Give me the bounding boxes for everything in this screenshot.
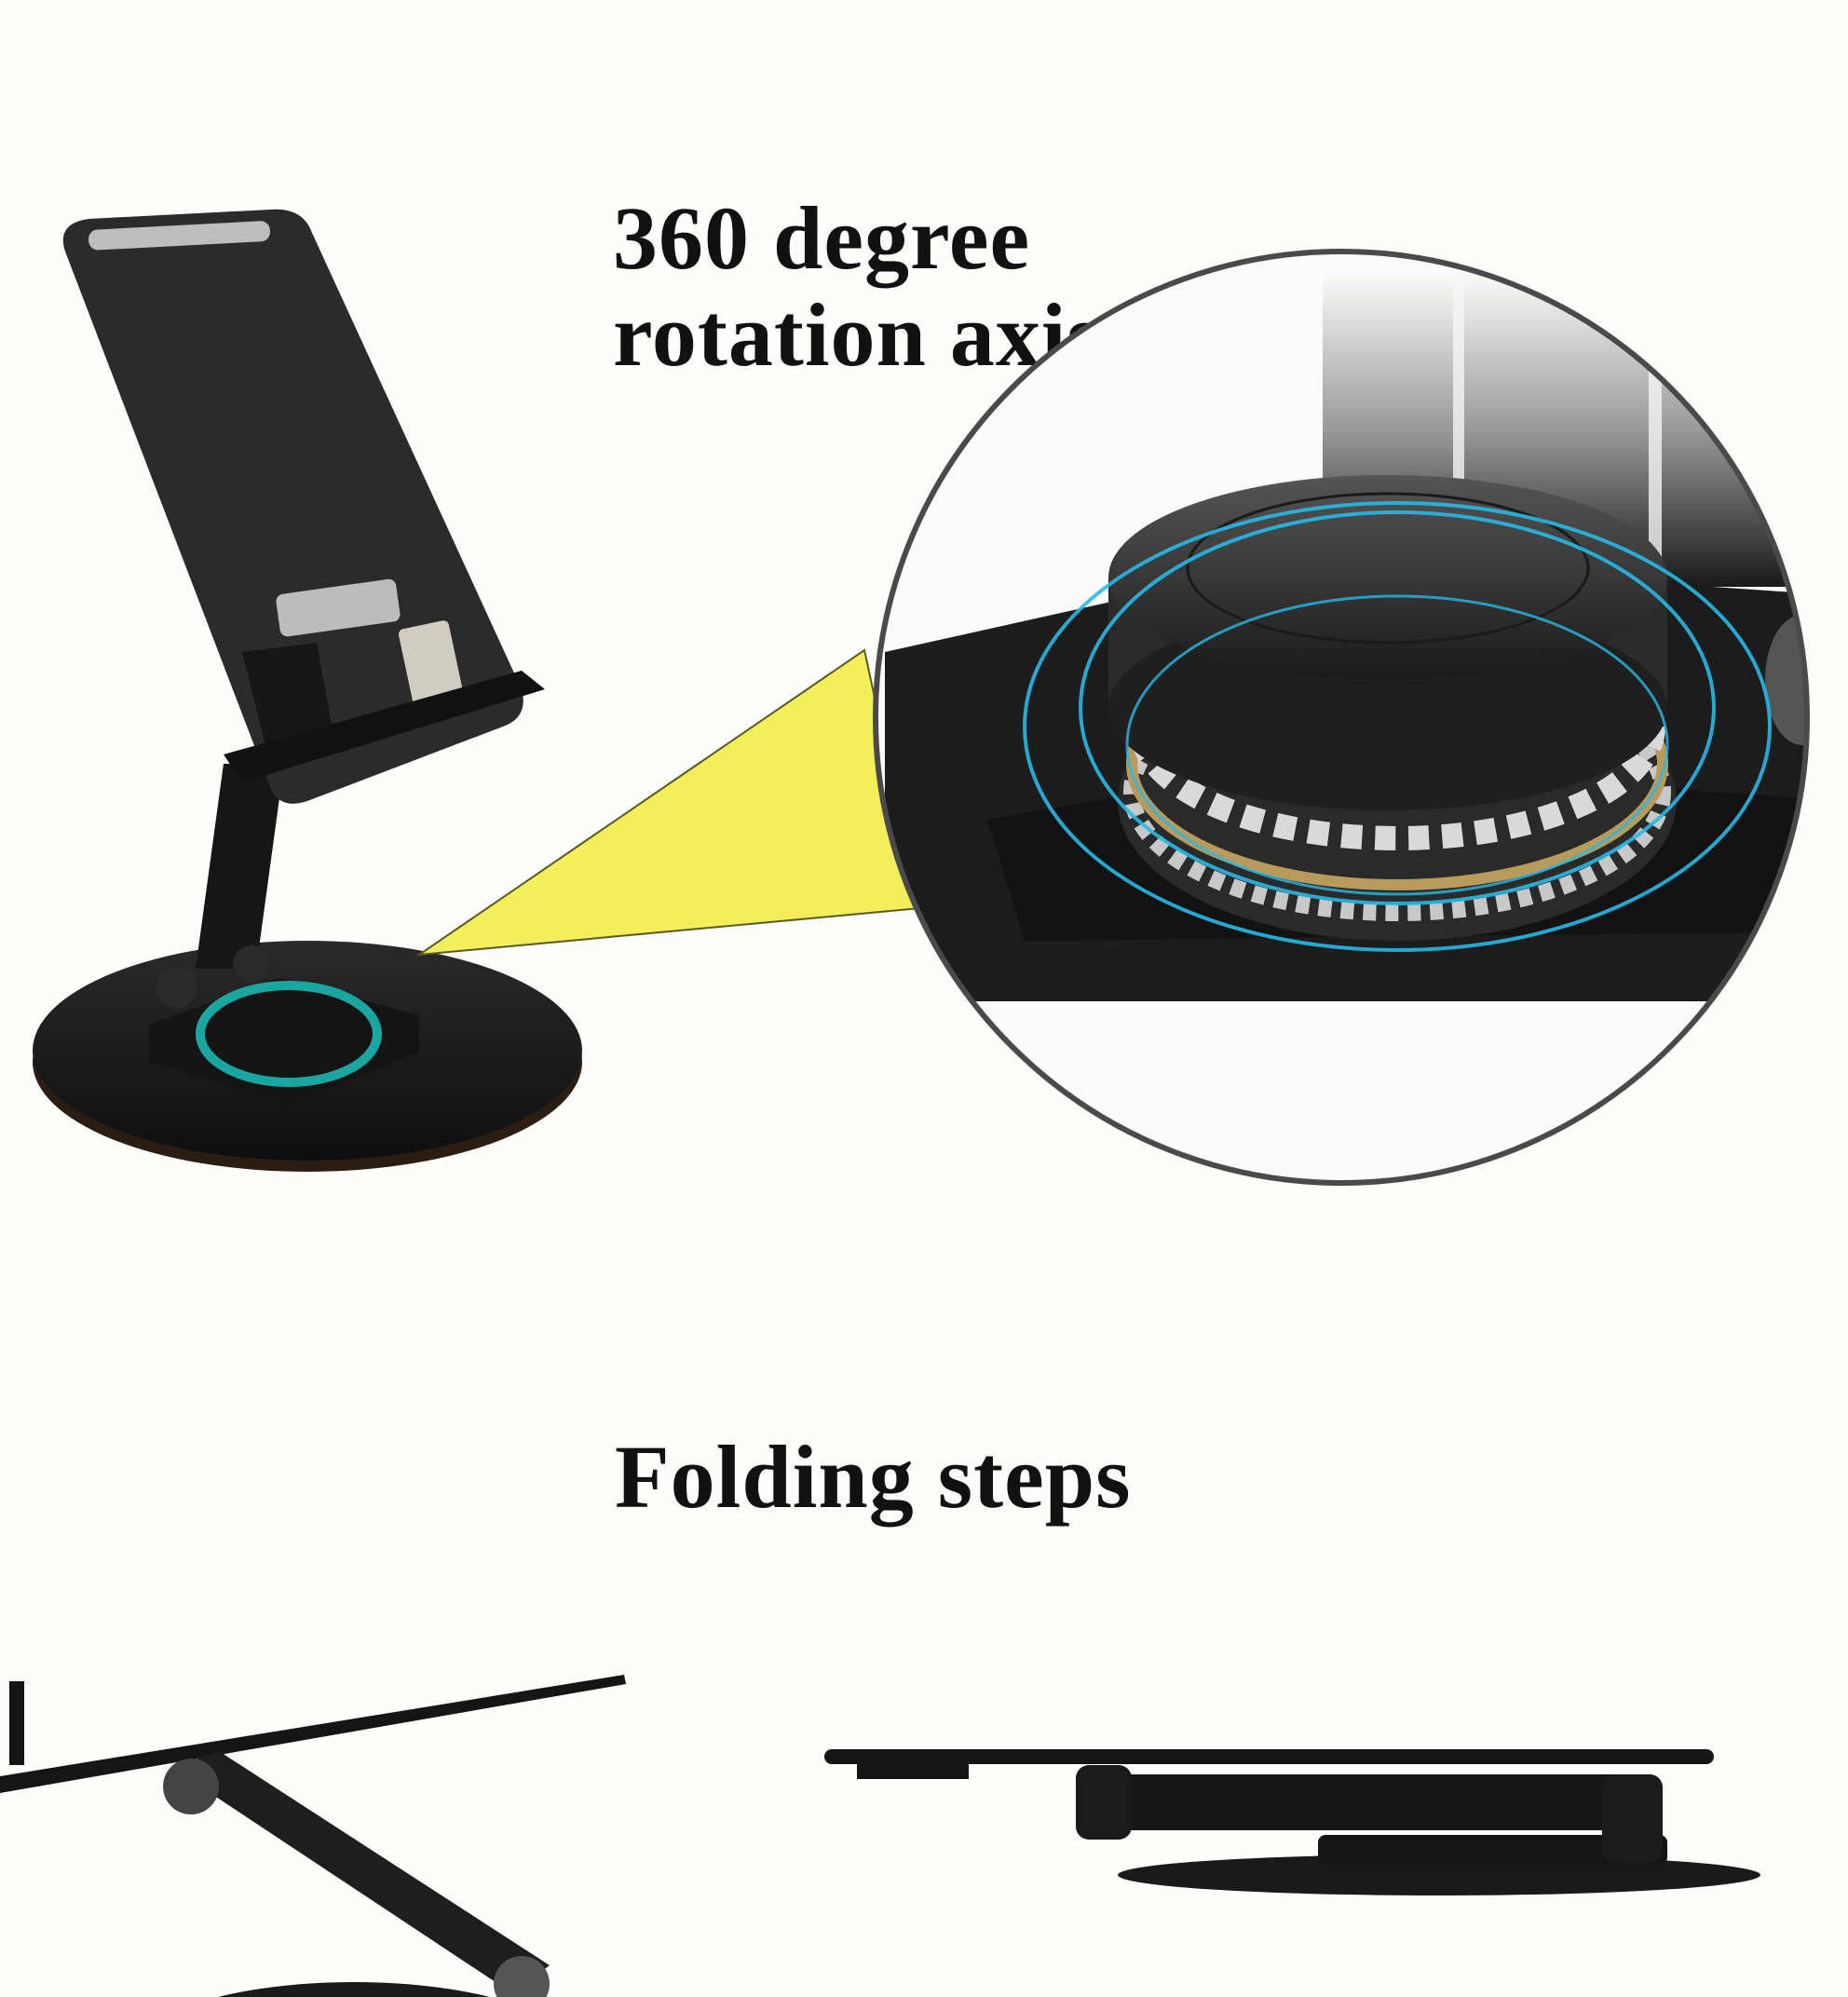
bottom-pad (276, 578, 401, 637)
phone-stand-upright (33, 209, 582, 1172)
rotation-ring-icon (196, 981, 382, 1087)
magnified-rotation-bearing (873, 249, 1810, 1186)
stand-partially-folded (0, 1675, 626, 1997)
folding-steps-heading: Folding steps (615, 1427, 1132, 1527)
magnifier-border (873, 249, 1810, 1186)
rotation-heading-line1: 360 degree (613, 188, 1031, 288)
rotation-heading: 360 degree rotation axis (613, 194, 1103, 380)
stand-arm (196, 764, 284, 969)
rotation-heading-line2: rotation axis (613, 285, 1103, 385)
top-pad (88, 221, 270, 251)
stand-fully-folded (824, 1749, 1760, 1895)
